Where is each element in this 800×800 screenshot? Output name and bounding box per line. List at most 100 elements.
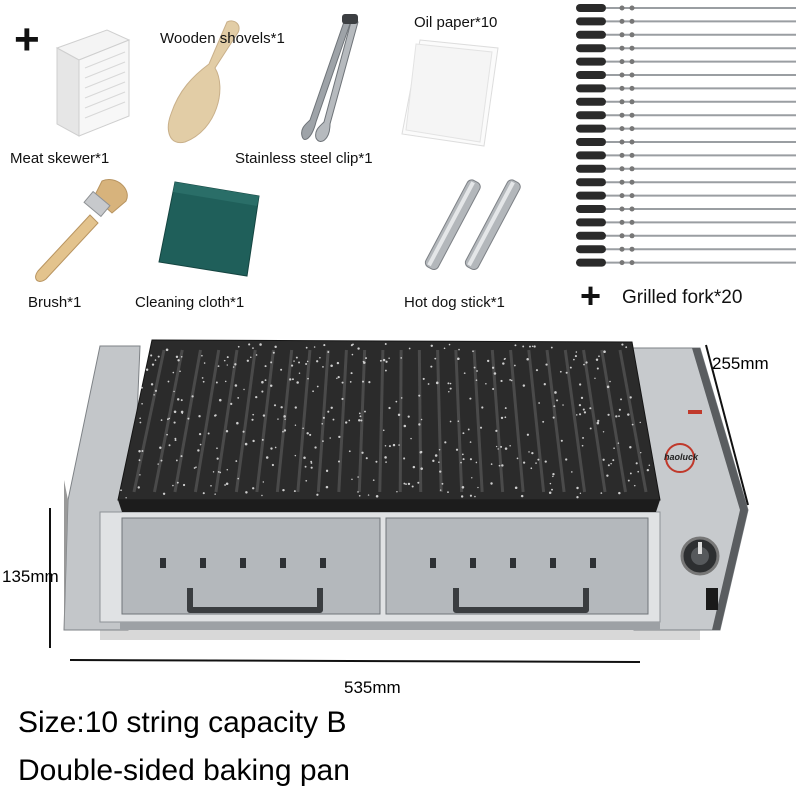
plate-speckle <box>526 358 529 361</box>
fork-handle <box>576 30 606 39</box>
grilled-forks-image <box>576 4 796 267</box>
plate-speckle <box>449 420 452 423</box>
plate-speckle <box>504 416 507 419</box>
plate-speckle <box>403 482 406 485</box>
plate-speckle <box>168 444 171 447</box>
wooden-shovels-label: Wooden shovels*1 <box>160 30 285 47</box>
plate-speckle <box>385 360 388 363</box>
plate-speckle <box>629 472 632 475</box>
plate-speckle <box>434 454 438 457</box>
grill-ridge <box>527 349 546 493</box>
grill-ridge <box>472 349 484 493</box>
plate-speckle <box>513 364 516 367</box>
plate-speckle <box>234 384 238 387</box>
plate-speckle <box>500 416 504 420</box>
plate-speckle <box>234 363 237 366</box>
plate-speckle <box>410 437 412 440</box>
grill-ridge <box>337 349 348 493</box>
plate-speckle <box>637 470 640 473</box>
plate-speckle <box>294 454 297 457</box>
plate-speckle <box>408 347 411 350</box>
plate-speckle <box>252 347 254 349</box>
plate-speckle <box>422 377 425 380</box>
plate-speckle <box>341 397 344 401</box>
plate-speckle <box>175 459 178 462</box>
plate-speckle <box>280 368 283 371</box>
fork-bead <box>629 59 635 65</box>
plate-speckle <box>237 345 240 348</box>
plate-speckle <box>565 371 568 374</box>
fork-handle <box>576 231 606 240</box>
plate-speckle <box>330 406 333 409</box>
plate-speckle <box>473 366 476 369</box>
plate-speckle <box>395 400 398 403</box>
fork-handle <box>576 17 606 26</box>
plate-speckle <box>316 360 319 363</box>
plate-speckle <box>358 412 361 415</box>
fork-bead <box>629 72 635 78</box>
grill-product-image <box>63 339 749 640</box>
plate-speckle <box>530 467 533 470</box>
plate-speckle <box>583 411 587 414</box>
plate-speckle <box>607 413 610 416</box>
fork-handle <box>576 164 606 173</box>
plate-speckle <box>261 438 264 441</box>
plate-speckle <box>280 406 283 409</box>
plate-speckle <box>138 459 141 462</box>
plate-speckle <box>471 477 473 479</box>
plate-speckle <box>352 343 354 346</box>
plate-speckle <box>545 363 548 366</box>
plate-speckle <box>236 421 239 425</box>
plate-speckle <box>461 485 465 489</box>
plate-speckle <box>261 494 263 497</box>
fork-bead <box>629 126 635 132</box>
plate-speckle <box>578 413 582 416</box>
plate-speckle <box>552 416 555 419</box>
plate-speckle <box>215 381 218 384</box>
plate-speckle <box>219 471 222 474</box>
plate-speckle <box>294 406 297 409</box>
plate-speckle <box>362 380 365 383</box>
plate-speckle <box>305 363 308 366</box>
plate-speckle <box>224 484 226 486</box>
plate-speckle <box>337 460 341 463</box>
plate-speckle <box>269 384 273 388</box>
plate-speckle <box>180 410 184 414</box>
fork-bead <box>629 85 635 91</box>
plate-speckle <box>312 390 314 393</box>
plate-speckle <box>250 356 252 359</box>
plate-speckle <box>472 350 474 353</box>
plate-speckle <box>417 481 420 484</box>
plate-speckle <box>351 478 353 481</box>
plate-speckle <box>384 343 387 345</box>
plate-speckle <box>562 404 564 406</box>
plate-speckle <box>150 354 153 357</box>
width-dimension: 535mm <box>344 678 401 697</box>
plate-speckle <box>154 389 158 392</box>
plate-speckle <box>581 444 584 447</box>
fork-bead <box>629 219 635 225</box>
plate-speckle <box>497 448 499 450</box>
plate-speckle <box>485 383 487 385</box>
plate-speckle <box>319 357 321 359</box>
plate-speckle <box>310 462 313 464</box>
plate-speckle <box>491 366 495 369</box>
plate-speckle <box>418 423 421 426</box>
plate-speckle <box>585 361 588 364</box>
plate-speckle <box>495 445 498 448</box>
plate-speckle <box>327 350 330 353</box>
plate-speckle <box>349 381 352 383</box>
plate-speckle <box>458 348 460 351</box>
plate-speckle <box>338 435 341 439</box>
plate-speckle <box>618 415 620 418</box>
plate-speckle <box>332 418 335 421</box>
plate-speckle <box>375 494 379 498</box>
plate-speckle <box>337 376 340 379</box>
plate-speckle <box>457 357 460 361</box>
plate-speckle <box>396 491 398 493</box>
plate-speckle <box>284 418 286 420</box>
plate-speckle <box>528 451 530 453</box>
plate-speckle <box>358 419 361 422</box>
fork-bead <box>619 206 625 212</box>
grill-ridge <box>545 349 566 493</box>
